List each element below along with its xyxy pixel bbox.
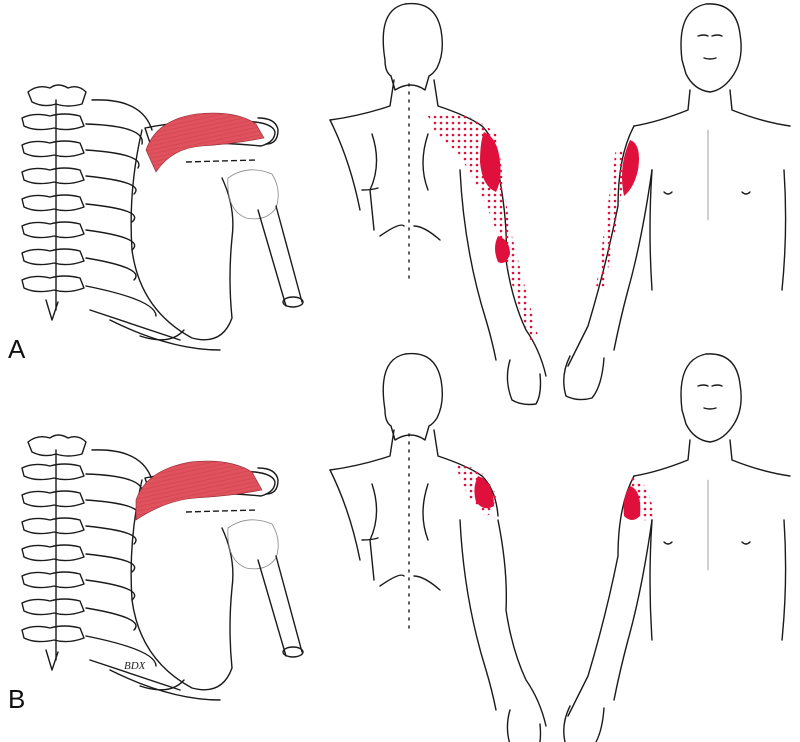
pain-zone-deltoid-front-a [622,140,639,196]
pain-zone-elbow-back-a [495,236,510,263]
panel-b-skeleton [21,434,304,701]
panel-label-b: B [8,684,26,714]
artist-signature: BDX [124,660,146,672]
panel-a-skeleton [21,84,304,351]
panel-b-back-figure [329,352,547,742]
panel-a-back-figure [329,2,547,406]
panel-label-a: A [8,334,26,364]
panel-a-front-figure [563,3,791,401]
pain-zone-deltoid-back-a [480,132,501,192]
pain-zone-deltoid-back-b [474,476,494,509]
pain-zone-deltoid-front-b [623,486,641,520]
panel-b-front-figure [563,353,791,742]
